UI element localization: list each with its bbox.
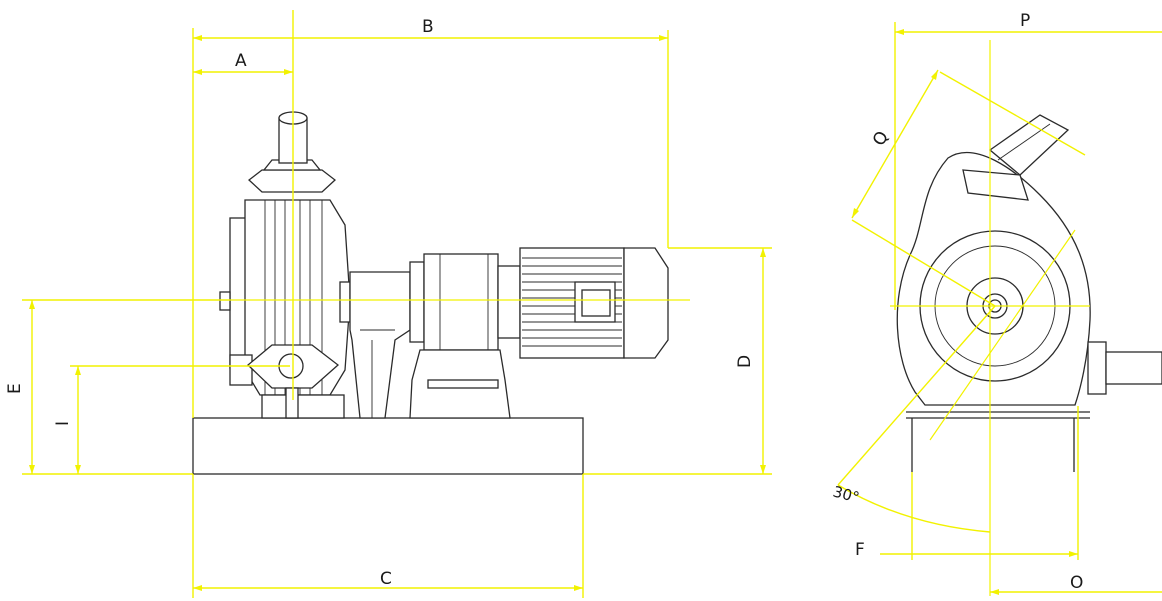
front-view: [896, 114, 1162, 472]
label-o: O: [1070, 573, 1083, 593]
coupling-housing: [339, 271, 411, 419]
label-q: Q: [869, 128, 893, 150]
side-outlet-pipe: [1087, 341, 1162, 395]
gearbox: [409, 253, 521, 419]
discharge-pipe: [247, 111, 337, 193]
label-angle: 30°: [831, 482, 861, 506]
side-view: [192, 111, 669, 475]
label-e: E: [5, 383, 25, 394]
label-b: B: [422, 17, 434, 37]
label-a: A: [235, 51, 247, 71]
label-d: D: [735, 355, 755, 368]
label-f: F: [855, 540, 865, 560]
label-c: C: [380, 569, 392, 589]
electric-motor: [519, 247, 669, 359]
label-p: P: [1020, 11, 1030, 31]
base-plate: [192, 417, 584, 475]
dimension-lines: [22, 10, 1162, 598]
dimension-labels: A B C D E I P Q 30° F O: [5, 11, 1083, 593]
label-i: I: [53, 421, 73, 426]
